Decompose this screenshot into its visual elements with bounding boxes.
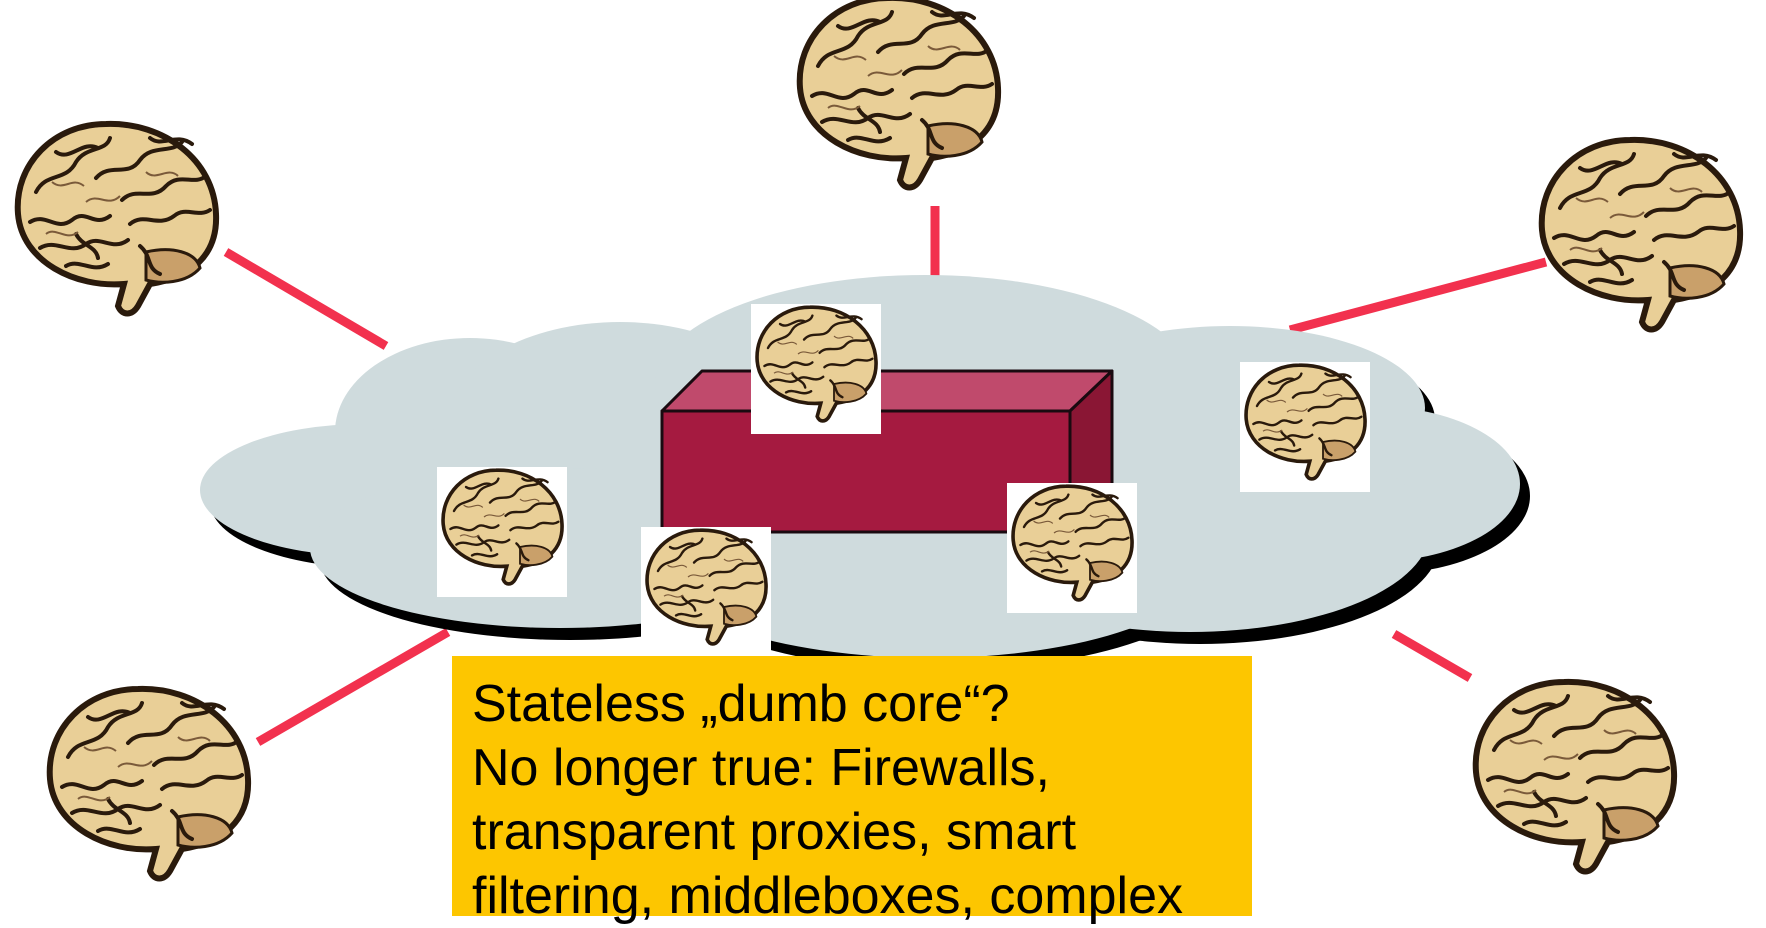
brain-icon <box>18 124 216 314</box>
callout-line: Stateless „dumb core“? <box>472 672 1232 736</box>
link-top-left <box>226 252 386 346</box>
network-node <box>1240 362 1370 492</box>
network-node <box>751 304 881 434</box>
core-box-top <box>662 371 1112 411</box>
callout-box: Stateless „dumb core“? No longer true: F… <box>452 656 1252 916</box>
network-node <box>437 467 567 597</box>
brain-icon <box>1476 682 1674 872</box>
network-node <box>1007 483 1137 613</box>
link-top-right <box>1290 262 1546 330</box>
link-bottom-left <box>258 632 448 742</box>
callout-line: transparent proxies, smart <box>472 800 1232 864</box>
brain-icon <box>1542 140 1740 330</box>
network-node <box>641 527 771 657</box>
brain-icon <box>50 689 248 879</box>
callout-line: filtering, middleboxes, complex <box>472 864 1232 928</box>
brain-icon <box>800 0 998 188</box>
link-bottom-right <box>1394 634 1470 678</box>
callout-line: No longer true: Firewalls, <box>472 736 1232 800</box>
